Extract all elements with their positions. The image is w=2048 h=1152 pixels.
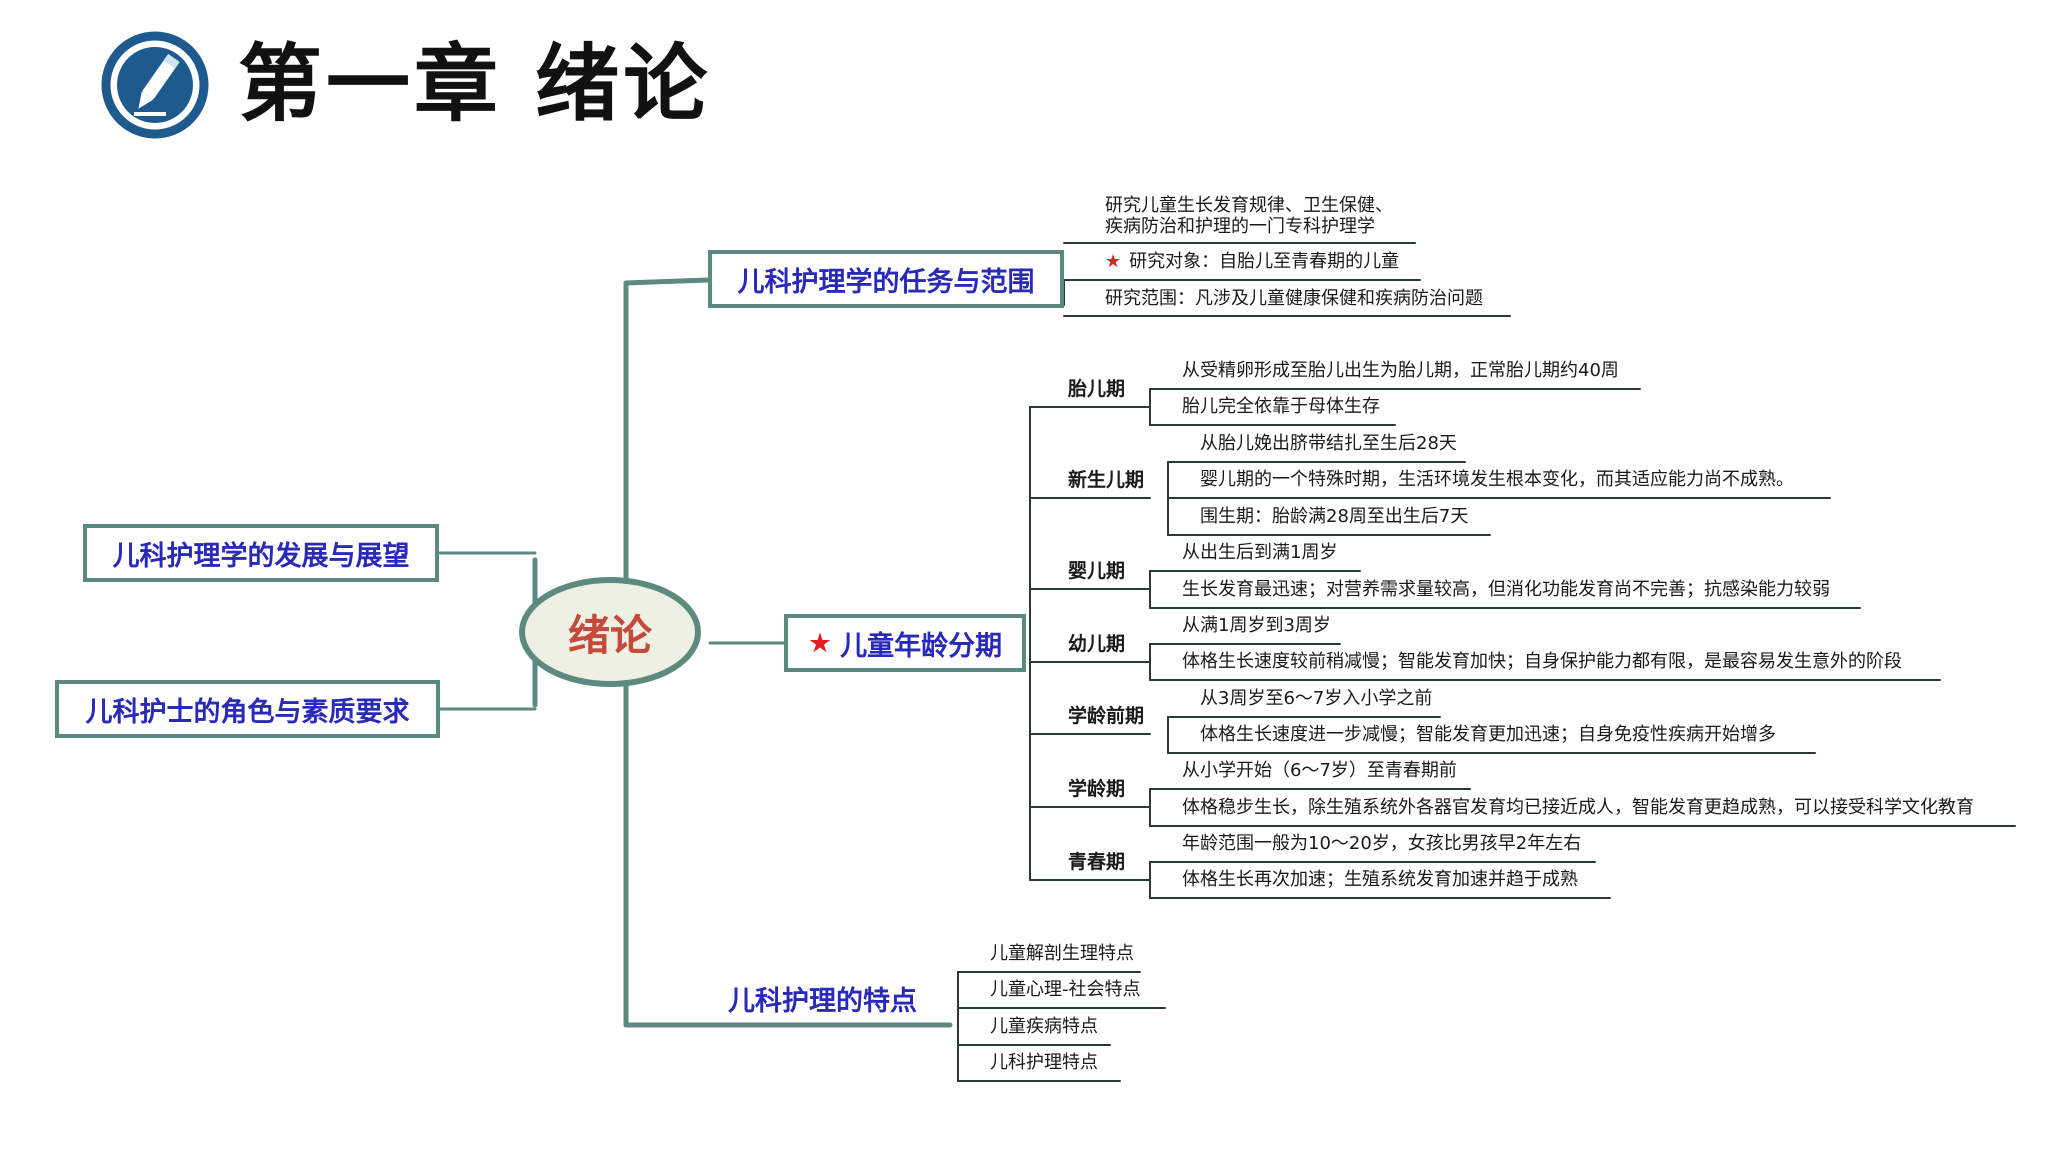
branch-task-scope-label: 儿科护理学的任务与范围: [737, 266, 1035, 298]
stage-item: 从受精卵形成至胎儿出生为胎儿期，正常胎儿期约40周: [1182, 360, 1619, 381]
branch-nurse-role[interactable]: 儿科护士的角色与素质要求: [55, 680, 440, 738]
stage-item: 从满1周岁到3周岁: [1182, 615, 1331, 636]
task-scope-item-2: ★ 研究对象：自胎儿至青春期的儿童: [1105, 252, 1399, 272]
feature-item: 儿科护理特点: [990, 1052, 1098, 1073]
stage-item: 从胎儿娩出脐带结扎至生后28天: [1200, 433, 1457, 454]
branch-development[interactable]: 儿科护理学的发展与展望: [83, 524, 439, 582]
task-scope-item-1: 研究儿童生长发育规律、卫生保健、疾病防治和护理的一门专科护理学: [1105, 195, 1405, 237]
branch-features-label: 儿科护理的特点: [728, 985, 917, 1017]
branch-age-stages[interactable]: ★儿童年龄分期: [784, 614, 1026, 672]
stage-name: 婴儿期: [1068, 560, 1126, 582]
feature-item: 儿童心理-社会特点: [990, 979, 1141, 1000]
task-scope-item-1-text: 研究儿童生长发育规律、卫生保健、疾病防治和护理的一门专科护理学: [1105, 195, 1393, 237]
stage-name: 新生儿期: [1068, 469, 1145, 491]
stage-item: 体格生长速度较前稍减慢；智能发育加快；自身保护能力都有限，是最容易发生意外的阶段: [1182, 651, 1902, 672]
stage-item: 从3周岁至6～7岁入小学之前: [1200, 688, 1433, 709]
feature-item: 儿童疾病特点: [990, 1016, 1098, 1037]
branch-age-stages-label: 儿童年龄分期: [840, 630, 1003, 662]
task-scope-item-3-text: 研究范围：凡涉及儿童健康保健和疾病防治问题: [1105, 288, 1483, 309]
page-title: 第一章 绪论: [238, 35, 712, 133]
branch-nurse-role-label: 儿科护士的角色与素质要求: [85, 696, 410, 728]
stage-item: 体格生长再次加速；生殖系统发育加速并趋于成熟: [1182, 869, 1578, 890]
stage-item: 生长发育最迅速；对营养需求量较高，但消化功能发育尚不完善；抗感染能力较弱: [1182, 579, 1830, 600]
task-scope-item-3: 研究范围：凡涉及儿童健康保健和疾病防治问题: [1105, 289, 1483, 309]
stage-name: 胎儿期: [1068, 378, 1126, 400]
task-scope-item-2-text: 研究对象：自胎儿至青春期的儿童: [1129, 251, 1400, 272]
stage-item: 从出生后到满1周岁: [1182, 542, 1338, 563]
star-icon: ★: [1105, 251, 1122, 272]
stage-item: 胎儿完全依靠于母体生存: [1182, 396, 1380, 417]
stage-item: 年龄范围一般为10～20岁，女孩比男孩早2年左右: [1182, 833, 1582, 854]
feature-item: 儿童解剖生理特点: [990, 943, 1134, 964]
star-icon: ★: [807, 627, 833, 659]
pencil-icon: [101, 31, 209, 139]
stage-item: 体格生长速度进一步减慢；智能发育更加迅速；自身免疫性疾病开始增多: [1200, 724, 1776, 745]
stage-name: 学龄前期: [1068, 705, 1145, 727]
branch-features[interactable]: 儿科护理的特点: [728, 976, 958, 1020]
branch-task-scope[interactable]: 儿科护理学的任务与范围: [708, 250, 1064, 308]
stage-item: 围生期：胎龄满28周至出生后7天: [1200, 506, 1469, 527]
stage-item: 从小学开始（6～7岁）至青春期前: [1182, 760, 1457, 781]
stage-name: 学龄期: [1068, 778, 1126, 800]
trunk-to-task-scope: [623, 277, 711, 286]
center-node[interactable]: 绪论: [567, 611, 652, 660]
stage-name: 青春期: [1068, 851, 1126, 873]
stage-name: 幼儿期: [1068, 633, 1126, 655]
stage-item: 婴儿期的一个特殊时期，生活环境发生根本变化，而其适应能力尚不成熟。: [1200, 469, 1794, 490]
branch-development-label: 儿科护理学的发展与展望: [112, 540, 410, 572]
stage-item: 体格稳步生长，除生殖系统外各器官发育均已接近成人，智能发育更趋成熟，可以接受科学…: [1182, 797, 1974, 818]
